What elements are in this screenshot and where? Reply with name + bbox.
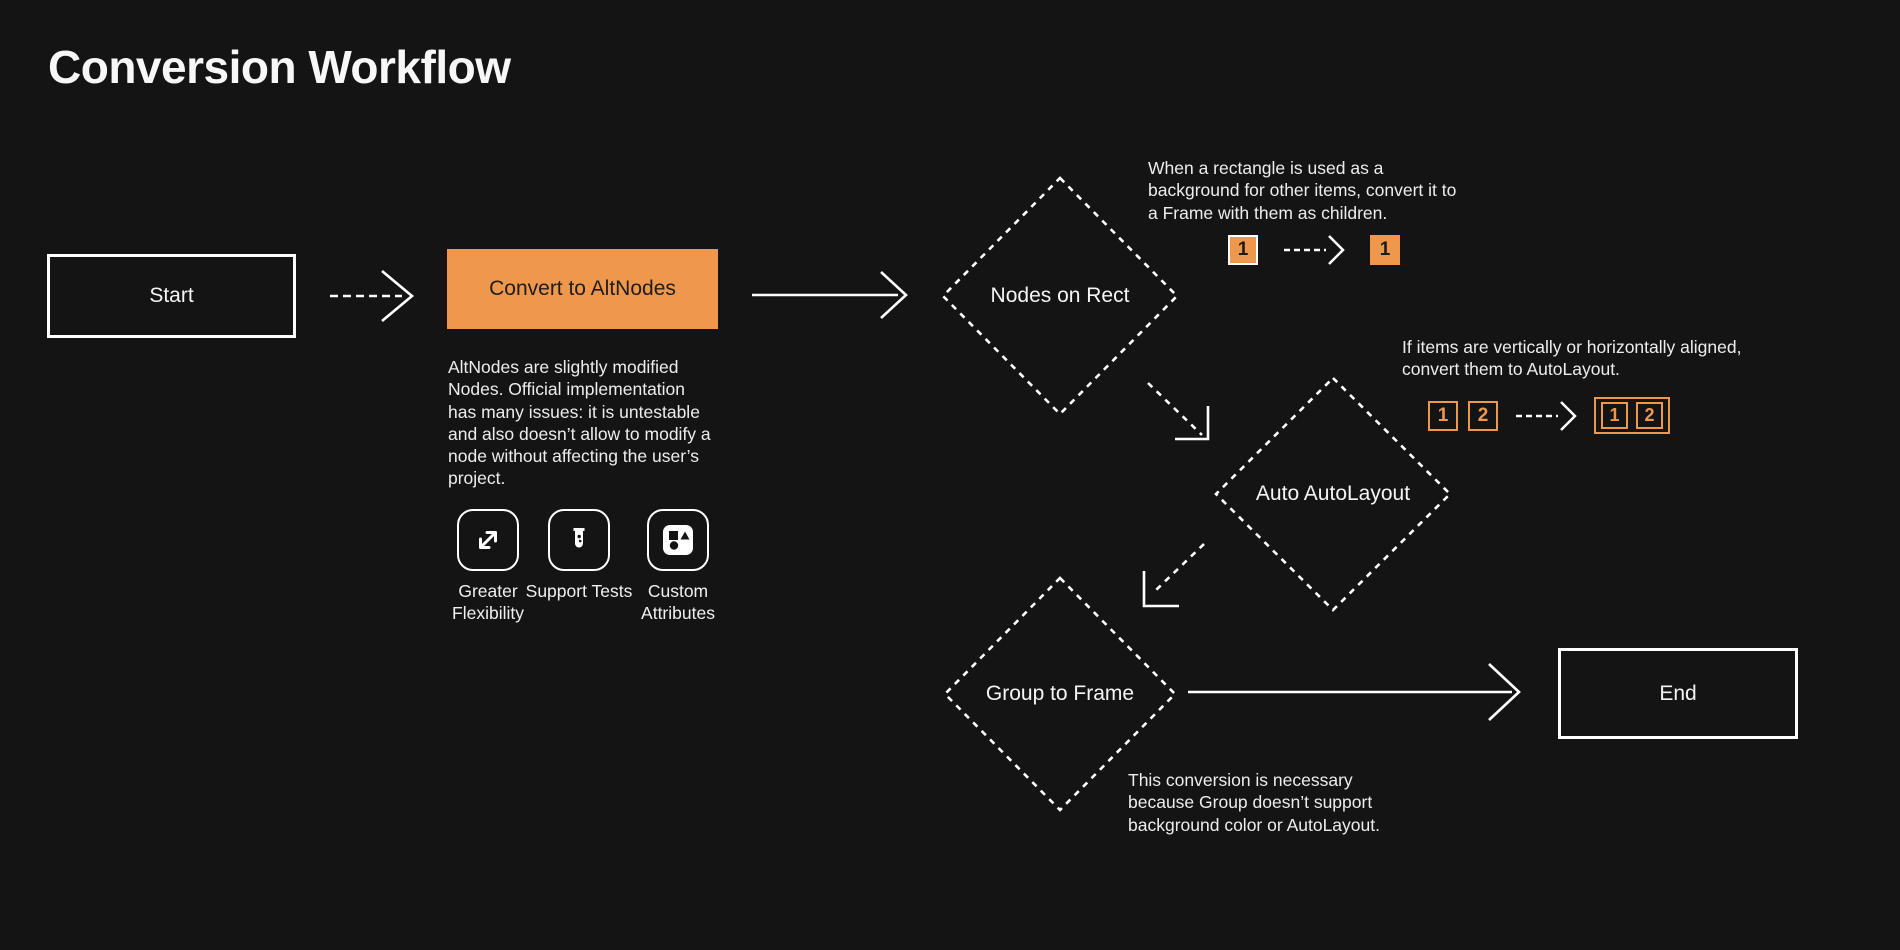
convert-description: AltNodes are slightly modified Nodes. Of… [448, 357, 711, 489]
flow-node-convert-to-altnodes: Convert to AltNodes [447, 249, 718, 329]
feature-label-greater-flexibility: Greater Flexibility [452, 581, 524, 623]
end-label: End [1659, 681, 1697, 705]
dashed-arrow-icon [1516, 400, 1577, 431]
feature-label-custom-attributes: Custom Attributes [641, 581, 715, 623]
decision-label-auto-autolayout: Auto AutoLayout [1255, 482, 1411, 505]
feature-card-custom-attributes [647, 509, 709, 571]
frame-item-box: 1 [1370, 235, 1400, 265]
corner-arrowhead-icon [1142, 571, 1179, 608]
test-tube-icon [573, 528, 585, 548]
start-label: Start [149, 284, 194, 307]
annotation-group-to-frame: This conversion is necessary because Gro… [1128, 770, 1380, 835]
arrowhead-icon [381, 270, 415, 322]
flow-node-end: End [1558, 648, 1798, 739]
dashed-arrow-nodes-to-auto [1147, 382, 1203, 436]
autolayout-frame: 1 2 [1594, 397, 1670, 434]
dashed-arrow-auto-to-group [1155, 543, 1205, 591]
decision-diamond-auto-autolayout [1214, 376, 1452, 612]
decision-label-group-to-frame: Group to Frame [985, 682, 1135, 705]
item-box-1: 1 [1428, 400, 1458, 431]
corner-arrowhead-icon [1175, 406, 1210, 441]
shapes-icon [663, 525, 693, 555]
annotation-auto-autolayout: If items are vertically or horizontally … [1402, 337, 1742, 380]
page-title: Conversion Workflow [48, 41, 511, 93]
item-box-2: 2 [1468, 400, 1498, 431]
feature-label-support-tests: Support Tests [525, 581, 633, 601]
item-box-1: 1 [1601, 402, 1628, 429]
rect-item-box: 1 [1228, 235, 1258, 265]
dashed-arrow-icon [1284, 235, 1345, 265]
annotation-nodes-on-rect: When a rectangle is used as a background… [1148, 158, 1457, 223]
convert-label: Convert to AltNodes [489, 277, 676, 300]
nodes-on-rect-example: 1 1 [1228, 233, 1400, 267]
item-box-2: 2 [1636, 402, 1663, 429]
decision-label-nodes-on-rect: Nodes on Rect [990, 284, 1130, 307]
arrowhead-icon [1488, 663, 1521, 721]
flow-node-start: Start [47, 254, 296, 338]
decision-diamond-group-to-frame [943, 576, 1177, 812]
feature-card-support-tests [548, 509, 610, 571]
arrowhead-icon [880, 271, 908, 319]
decision-diamond-nodes-on-rect [941, 176, 1179, 416]
feature-card-greater-flexibility [457, 509, 519, 571]
expand-arrows-icon [479, 531, 497, 549]
auto-autolayout-example: 1 2 1 2 [1428, 397, 1670, 434]
